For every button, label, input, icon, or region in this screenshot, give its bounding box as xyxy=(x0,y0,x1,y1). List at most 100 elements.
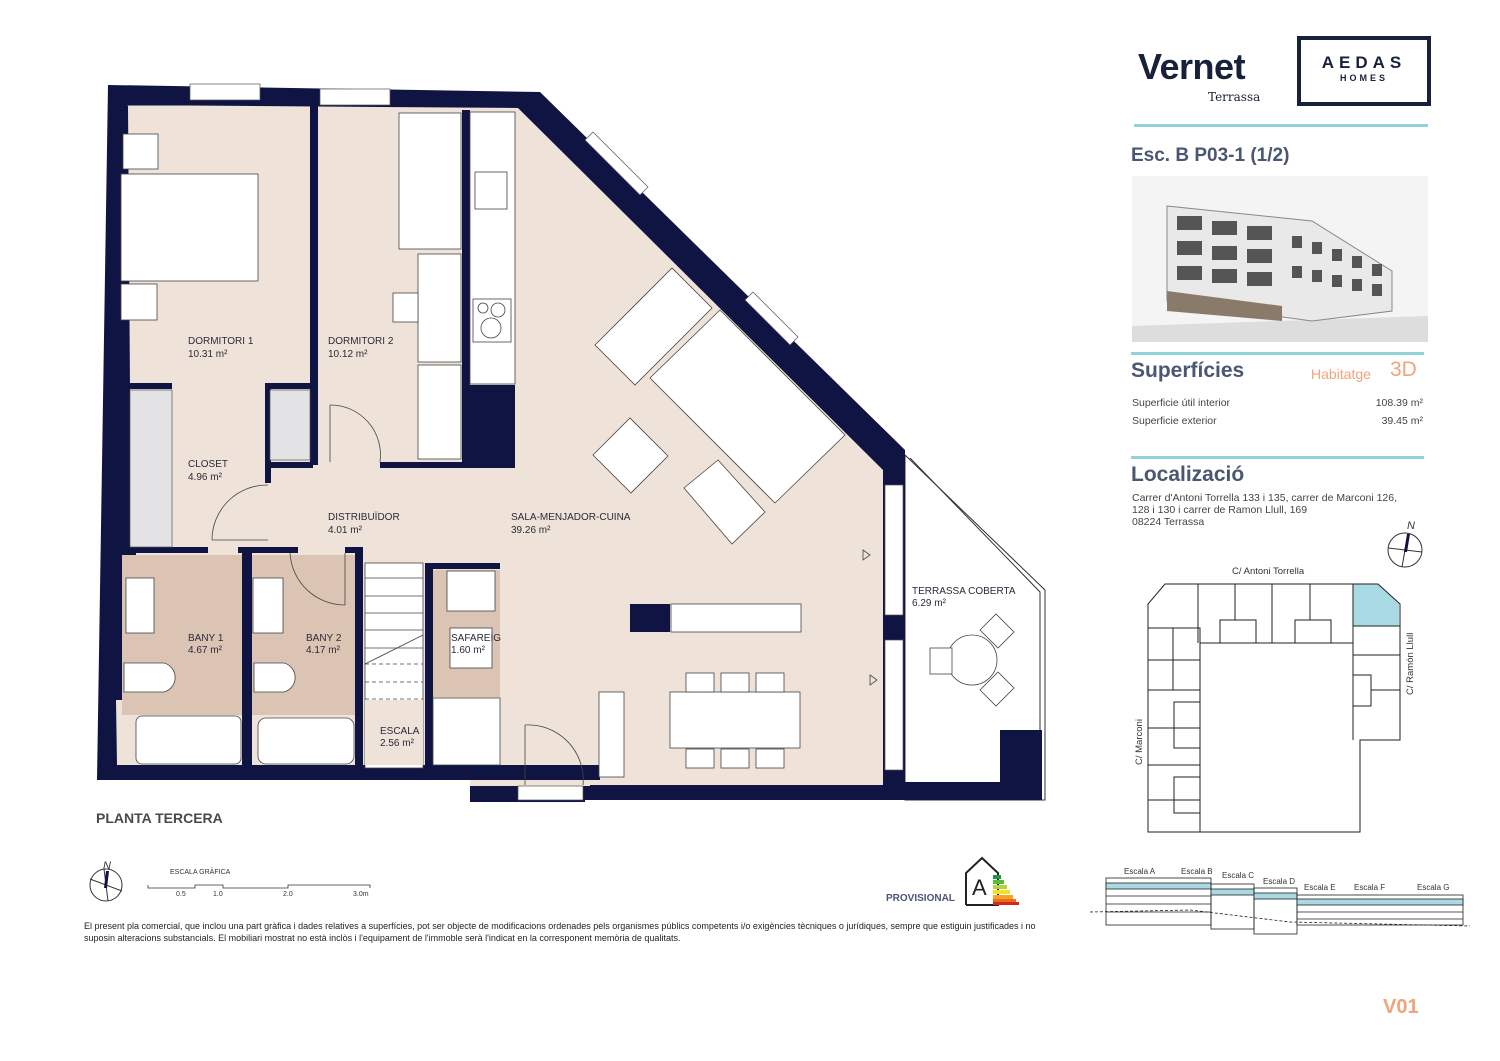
doors xyxy=(211,404,878,786)
armchair-set xyxy=(594,267,713,386)
unit-title: Esc. B P03-1 (1/2) xyxy=(1131,145,1290,166)
divider xyxy=(1134,124,1428,127)
address: Carrer d'Antoni Torrella 133 i 135, carr… xyxy=(1132,492,1397,528)
coffee-table xyxy=(683,459,766,545)
location-heading: Localizació xyxy=(1131,463,1245,486)
sink xyxy=(474,171,508,210)
compass-icon xyxy=(89,868,123,902)
kitchen-counter xyxy=(469,111,516,385)
building-render xyxy=(1132,176,1428,342)
address-line: 128 i 130 i carrer de Ramon Llull, 169 xyxy=(1132,504,1308,516)
nightstand xyxy=(122,133,159,170)
surface-interior-label: Superficie útil interior xyxy=(1132,397,1231,409)
room-name: TERRASSA COBERTA xyxy=(912,586,1016,597)
elevation-label: Escala E xyxy=(1304,883,1336,892)
windows xyxy=(189,83,904,801)
room-area: 6.29 m² xyxy=(912,598,947,609)
floor-plan: DORMITORI 1 10.31 m² DORMITORI 2 10.12 m… xyxy=(96,83,1046,826)
room-area: 4.01 m² xyxy=(328,525,363,536)
room-area: 4.17 m² xyxy=(306,645,341,656)
room-name: SALA-MENJADOR-CUINA xyxy=(511,512,631,523)
address-line: Carrer d'Antoni Torrella 133 i 135, carr… xyxy=(1132,492,1398,504)
nightstand xyxy=(120,283,158,321)
dining-table xyxy=(669,691,801,749)
dryer xyxy=(449,627,493,669)
storage xyxy=(432,697,501,766)
street-label: C/ Ramón Llull xyxy=(1405,633,1416,695)
elevation-label: Escala B xyxy=(1181,867,1213,876)
brand-city: Terrassa xyxy=(1208,90,1261,104)
chair xyxy=(392,292,419,323)
compass-icon: N xyxy=(1387,520,1423,568)
room-name: SAFAREIG xyxy=(451,633,501,644)
elevation-label: Escala D xyxy=(1263,877,1295,886)
partner-logo-subtext: HOMES xyxy=(1339,73,1388,83)
street-label: C/ Antoni Torrella xyxy=(1232,566,1305,577)
divider xyxy=(1131,456,1424,459)
north-label: N xyxy=(1407,520,1415,532)
unit-highlight xyxy=(1353,584,1399,626)
bathtub xyxy=(257,717,355,765)
floor-label: PLANTA TERCERA xyxy=(96,810,223,826)
elevation-label: Escala A xyxy=(1124,867,1156,876)
address-line: 08224 Terrassa xyxy=(1132,516,1205,528)
desk xyxy=(417,253,462,363)
toilet xyxy=(123,662,176,693)
surface-exterior-value: 39.45 m² xyxy=(1381,415,1423,427)
scale-tick: 0.5 xyxy=(176,891,186,898)
sink xyxy=(252,577,284,634)
bathtub xyxy=(135,715,242,765)
unit-type-label: Habitatge xyxy=(1311,366,1371,382)
scale-tick: 2.0 xyxy=(283,891,293,898)
closet-wardrobe xyxy=(269,389,311,461)
surfaces-heading: Superfícies xyxy=(1131,359,1245,382)
toilet xyxy=(253,662,296,693)
interior-walls xyxy=(118,105,670,780)
sideboard xyxy=(598,691,625,778)
room-area: 1.60 m² xyxy=(451,645,486,656)
scale-title: ESCALA GRÀFICA xyxy=(170,867,231,876)
room-area: 10.31 m² xyxy=(188,349,228,360)
room-name: DORMITORI 1 xyxy=(188,336,254,347)
room-area: 2.56 m² xyxy=(380,738,415,749)
elevation-label: Escala G xyxy=(1417,883,1449,892)
disclaimer: El present pla comercial, que inclou una… xyxy=(84,921,1036,943)
room-area: 39.26 m² xyxy=(511,525,551,536)
room-name: ESCALA xyxy=(380,726,420,737)
surface-exterior-label: Superficie exterior xyxy=(1132,415,1217,427)
armchair xyxy=(592,417,669,494)
unit-type-value: 3D xyxy=(1390,358,1417,381)
wardrobe xyxy=(398,112,462,250)
elevation-label: Escala F xyxy=(1354,883,1385,892)
terrace xyxy=(904,453,1046,801)
kitchen-island xyxy=(670,603,802,633)
room-area: 4.96 m² xyxy=(188,472,223,483)
brand-logo: Vernet xyxy=(1138,46,1246,87)
room-area: 4.67 m² xyxy=(188,645,223,656)
sofa xyxy=(649,309,846,504)
partner-logo-text: AEDAS xyxy=(1321,53,1407,72)
energy-rating-badge: A xyxy=(965,856,1019,906)
room-name: BANY 2 xyxy=(306,633,342,644)
energy-provisional-label: PROVISIONAL xyxy=(886,893,955,904)
closet-wardrobe xyxy=(129,389,173,548)
room-labels: DORMITORI 1 10.31 m² DORMITORI 2 10.12 m… xyxy=(188,336,1016,749)
bed xyxy=(120,173,259,282)
terrace-table xyxy=(946,634,998,686)
energy-rating: A xyxy=(972,875,987,900)
divider xyxy=(1131,352,1424,355)
room-name: DISTRIBUÏDOR xyxy=(328,511,400,523)
building-elevation: Escala A Escala B Escala C Escala D Esca… xyxy=(1090,867,1470,935)
graphic-scale: N ESCALA GRÀFICA 0.5 1.0 2.0 3.0m xyxy=(89,860,371,902)
north-label: N xyxy=(103,860,111,872)
scale-tick: 1.0 xyxy=(213,891,223,898)
surface-interior-value: 108.39 m² xyxy=(1375,397,1423,409)
scale-tick: 3.0m xyxy=(353,891,369,898)
shelf xyxy=(417,364,462,460)
furniture xyxy=(120,111,1015,778)
room-name: CLOSET xyxy=(188,459,228,470)
partner-logo: AEDAS HOMES xyxy=(1297,36,1431,106)
washing-machine xyxy=(446,570,496,612)
street-label: C/ Marconi xyxy=(1134,719,1145,765)
elevation-label: Escala C xyxy=(1222,871,1254,880)
